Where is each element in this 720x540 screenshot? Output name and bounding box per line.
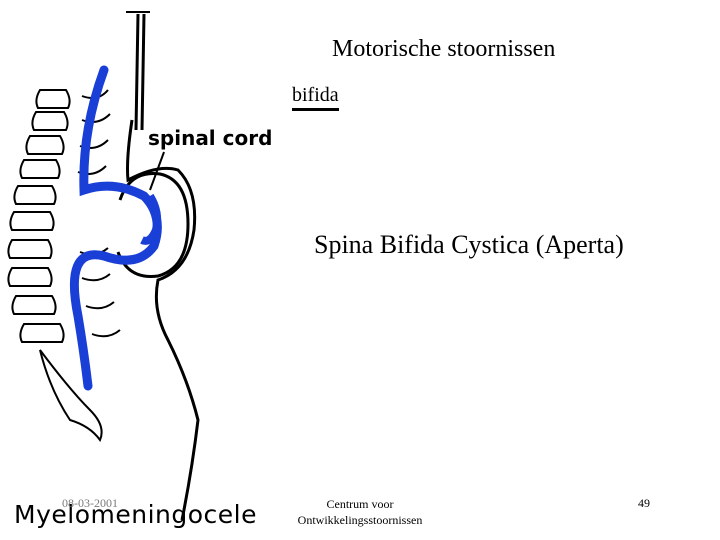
slide-subtitle: Spina Bifida Cystica (Aperta) bbox=[314, 230, 624, 259]
footer-center-line1: Centrum voor bbox=[326, 497, 394, 511]
figure-caption: Myelomeningocele bbox=[14, 500, 257, 529]
footer-center-line2: Ontwikkelingsstoornissen bbox=[297, 513, 423, 527]
footer-center: Centrum voor Ontwikkelingsstoornissen bbox=[270, 496, 450, 528]
spine-illustration bbox=[7, 11, 200, 521]
slide-title: Motorische stoornissen bbox=[332, 36, 556, 62]
title-fragment: bifida bbox=[292, 84, 339, 111]
spinal-cord-label: spinal cord bbox=[148, 126, 273, 150]
footer-date: 08-03-2001 bbox=[62, 496, 118, 510]
page-number: 49 bbox=[638, 496, 650, 510]
